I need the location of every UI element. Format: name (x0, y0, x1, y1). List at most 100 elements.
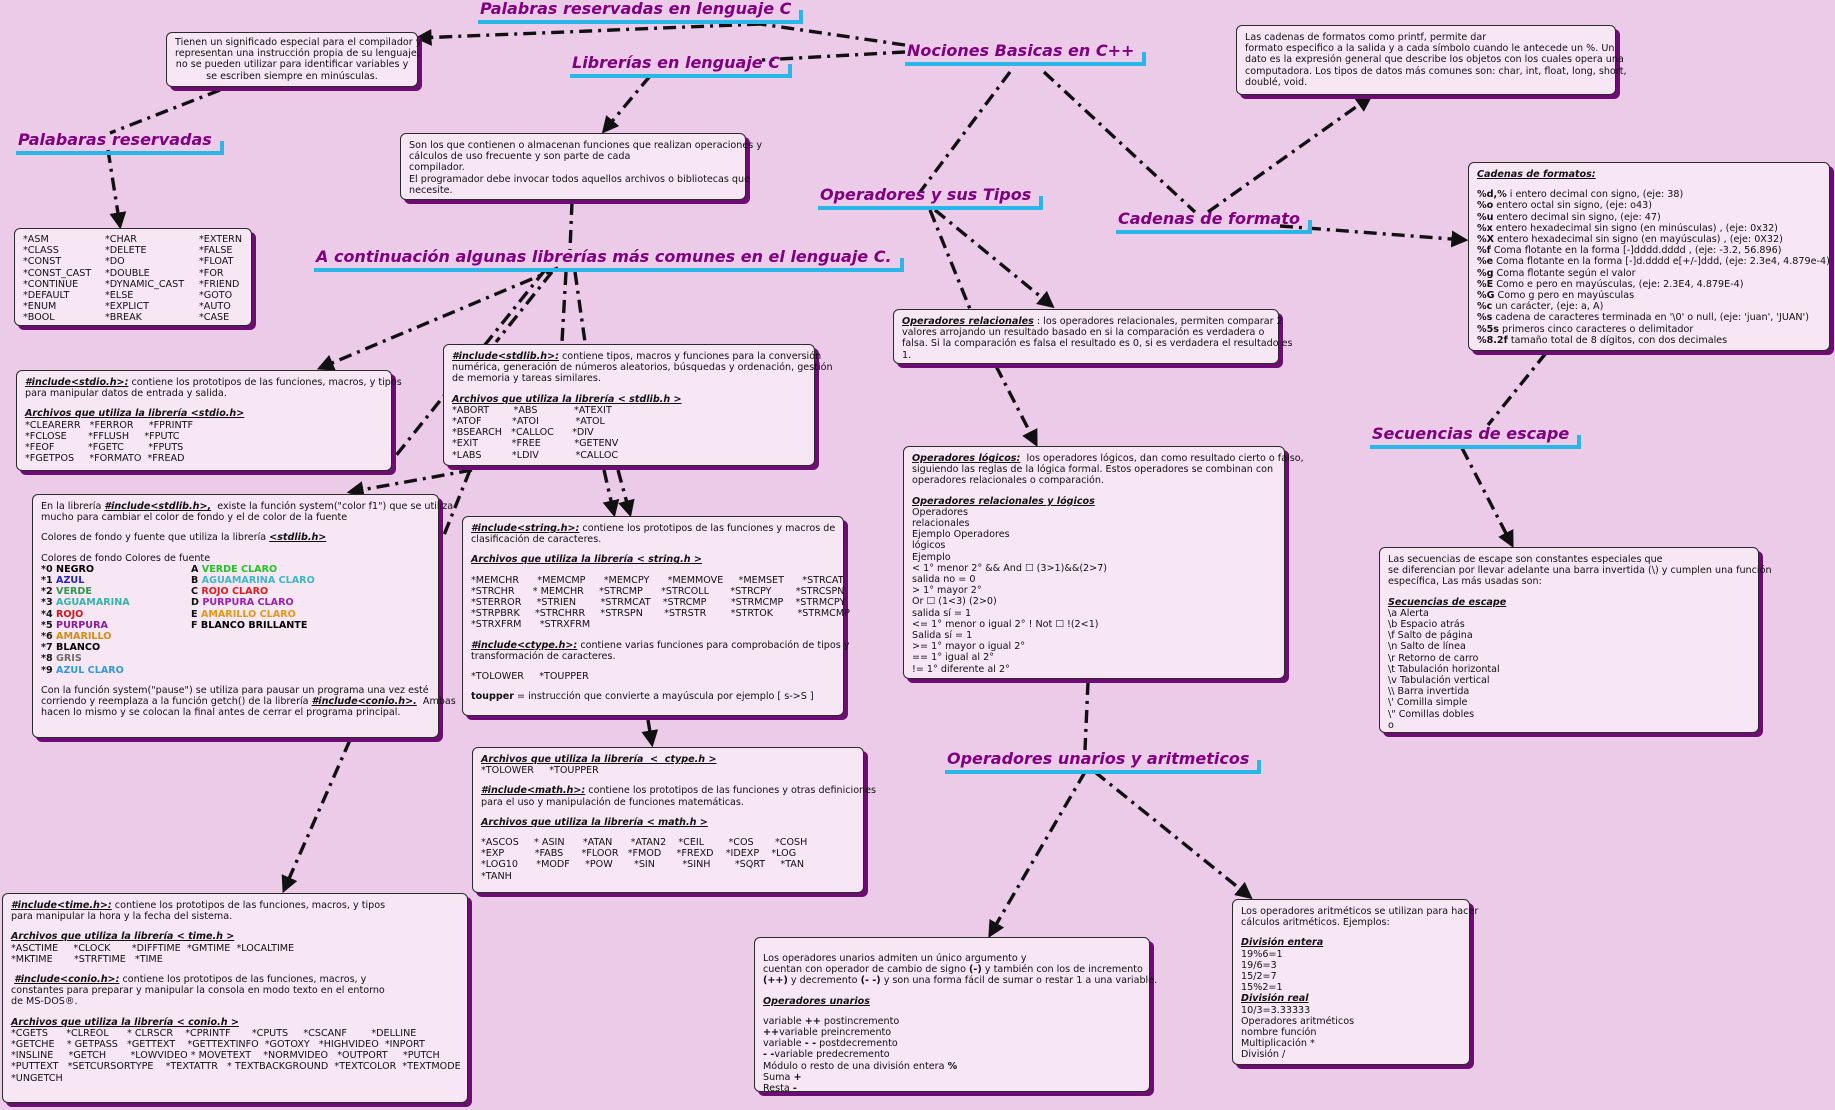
text-line: Tienen un significado especial para el c… (175, 37, 422, 48)
format-specifier: %s cadena de caracteres terminada en '\0… (1477, 312, 1821, 323)
time-files-row: *ASCTIME *CLOCK *DIFFTIME *GMTIME *LOCAL… (11, 942, 295, 954)
math-desc: contiene los prototipos de las funciones… (585, 785, 877, 797)
format-desc: Coma flotante en la forma [-]dddd.dddd ,… (1490, 245, 1782, 257)
text-line: específica, Las más usadas son: (1388, 576, 1542, 588)
connector-arrow (568, 201, 574, 251)
text-line: mucho para cambiar el color de fondo y e… (41, 512, 348, 524)
color-code: F (191, 619, 198, 631)
text-line: computadora. Los tipos de datos más comu… (1245, 65, 1627, 77)
format-desc: entero hexadecimal sin signo (en minúscu… (1492, 222, 1778, 234)
stdlib-files-row: *ABORT *ABS *ATEXIT (452, 404, 612, 416)
connector-arrow (1207, 95, 1373, 214)
text-line: formato especifico a la salida y a cada … (1245, 43, 1615, 55)
escape-sequence: \r Retorno de carro (1388, 652, 1479, 664)
unary-operator: variable - - postdecremento (763, 1038, 1141, 1049)
colors-system-box: En la librería #include<stdlib.h>, exist… (32, 494, 456, 738)
connector-arrow (918, 70, 1012, 194)
text-line: de memoria y tareas similares. (452, 373, 601, 385)
text-line: para el uso y manipulación de funciones … (481, 796, 744, 808)
connector-arrow (1460, 447, 1514, 549)
escape-sequence: \f Salto de página (1388, 630, 1473, 642)
unary-text: variable preincremento (779, 1027, 892, 1039)
color-code: D (191, 597, 199, 609)
connector-arrow (1083, 681, 1090, 751)
unarios-text: y también con los de incremento (981, 964, 1143, 976)
unary-text: Resta (763, 1083, 793, 1095)
color-name: BLANCO BRILLANTE (200, 619, 308, 631)
text-line: dato es la expresión general que describ… (1245, 54, 1624, 66)
color-code: *0 (41, 563, 53, 575)
connector-arrow (759, 22, 906, 47)
title-secuencias-escape: Secuencias de escape (1370, 424, 1582, 450)
unary-symbol: - (792, 1083, 797, 1095)
conio-files-row: *GETCHE * GETPASS *GETTEXT *GETTEXTINFO … (11, 1039, 425, 1051)
colors-text: Colores de fondo y fuente que utiliza la… (41, 532, 270, 544)
color-name: AGUAMARINA CLARO (201, 575, 315, 587)
color-code: B (191, 575, 199, 587)
stdio-heading: #include<stdio.h>: (25, 377, 129, 388)
format-code: %e (1477, 256, 1494, 268)
keyword: *DOUBLE (105, 267, 150, 279)
keyword: *FRIEND (199, 278, 240, 290)
stdio-files-row: *CLEARERR *FERROR *FPRINTF (25, 419, 193, 431)
format-code: %g (1477, 267, 1494, 279)
string-files-heading: Archivos que utiliza la librería < strin… (471, 554, 702, 566)
color-code: *7 (41, 642, 53, 654)
text-line: clasificación de caracteres. (471, 534, 602, 546)
stdlib-desc: contiene tipos, macros y funciones para … (558, 351, 822, 362)
keyword: *ASM (23, 234, 49, 245)
relacionales-desc: : los operadores relacionales, permiten … (1033, 316, 1283, 327)
division-real-heading: División real (1241, 993, 1309, 1005)
format-code: %u (1477, 211, 1494, 223)
text-line: cálculos de uso frecuente y son parte de… (409, 151, 631, 163)
color-name: BLANCO (56, 642, 101, 654)
text-line: Colores de fondo Colores de fuente (41, 552, 211, 564)
keyword: *CLASS (23, 245, 59, 257)
escape-sequence: \a Alerta (1388, 607, 1429, 619)
cadenas-list-heading: Cadenas de formatos: (1477, 169, 1596, 180)
logicos-line: != 1° diferente al 2° (912, 663, 1010, 675)
color-name: AMARILLO CLARO (200, 608, 296, 620)
format-code: %f (1477, 245, 1491, 257)
text-line: numérica, generación de números aleatori… (452, 362, 833, 374)
text-line: toupper = instrucción que convierte a ma… (471, 691, 835, 702)
format-desc: i entero decimal con signo, (eje: 38) (1506, 189, 1684, 201)
color-entry: *8 GRIS (41, 653, 191, 664)
division-example: 15%2=1 (1241, 982, 1283, 994)
text-line: cálculos aritméticos. Ejemplos: (1241, 917, 1390, 929)
ctype-files-heading: Archivos que utiliza la librería < ctype… (481, 754, 717, 765)
relacionales-heading: Operadores relacionales (902, 316, 1034, 327)
math-files-row: *LOG10 *MODF *POW *SIN *SINH *SQRT *TAN (481, 859, 805, 871)
color-entry: *2 VERDE (41, 586, 191, 597)
escape-sequence: \\ Barra invertida (1388, 686, 1470, 698)
keyword: *CONST_CAST (23, 267, 92, 279)
color-entry: C ROJO CLARO (191, 586, 341, 597)
color-code: *9 (41, 664, 53, 676)
title-librerias-lenguaje: Librerías en lenguaje C (570, 53, 792, 79)
color-entry: *7 BLANCO (41, 642, 191, 653)
connector-arrow (494, 270, 554, 344)
format-specifier: %c un carácter, (eje: a, A) (1477, 301, 1821, 312)
unary-operator: Suma + (763, 1072, 1141, 1083)
text-line: se diferencian por llevar adelante una b… (1388, 565, 1772, 577)
text-line: valores arrojando un resultado basado en… (902, 327, 1265, 339)
unary-symbol: ++ (763, 1027, 780, 1039)
format-code: %x (1477, 222, 1493, 234)
text-line: corriendo y reemplaza a la función getch… (41, 696, 456, 707)
escape-sequence: o (1388, 719, 1394, 731)
text-line: hacen lo mismo y se colocan la final ant… (41, 707, 401, 719)
color-code: C (191, 586, 199, 598)
format-code: %s (1477, 312, 1493, 324)
escape-heading: Secuencias de escape (1388, 596, 1507, 608)
format-specifier: %G Como g pero en mayúsculas (1477, 290, 1821, 301)
keywords-column-1: *ASM *CLASS *CONST *CONST_CAST *CONTINUE… (23, 234, 105, 324)
keyword: *DELETE (105, 245, 147, 257)
text-line: siguiendo las reglas de la lógica formal… (912, 464, 1274, 476)
keyword: *EXPLICT (105, 301, 149, 313)
keyword: *CHAR (105, 234, 137, 245)
string-library-box: #include<string.h>: contiene los prototi… (462, 516, 850, 716)
text-line: Con la función system("pause") se utiliz… (41, 684, 429, 696)
text-line: Colores de fondo y fuente que utiliza la… (41, 532, 430, 543)
division-example: 10/3=3.33333 (1241, 1004, 1311, 1016)
